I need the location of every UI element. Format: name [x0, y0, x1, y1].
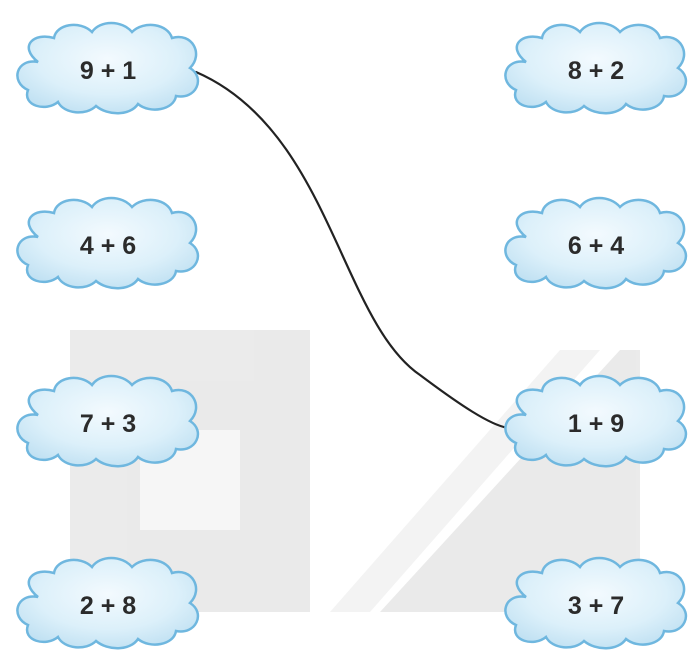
- cloud-label: 8 + 2: [568, 57, 624, 85]
- cloud-label: 6 + 4: [568, 232, 624, 260]
- cloud-right-3[interactable]: 1 + 9: [504, 374, 688, 468]
- cloud-label: 7 + 3: [80, 410, 136, 438]
- cloud-left-4[interactable]: 2 + 8: [16, 556, 200, 650]
- cloud-left-3[interactable]: 7 + 3: [16, 374, 200, 468]
- cloud-label: 1 + 9: [568, 410, 624, 438]
- cloud-label: 9 + 1: [80, 57, 136, 85]
- cloud-label: 3 + 7: [568, 592, 624, 620]
- cloud-left-1[interactable]: 9 + 1: [16, 21, 200, 115]
- connector-line: [194, 70, 510, 430]
- cloud-right-2[interactable]: 6 + 4: [504, 196, 688, 290]
- cloud-label: 2 + 8: [80, 592, 136, 620]
- cloud-right-4[interactable]: 3 + 7: [504, 556, 688, 650]
- cloud-label: 4 + 6: [80, 232, 136, 260]
- cloud-left-2[interactable]: 4 + 6: [16, 196, 200, 290]
- cloud-right-1[interactable]: 8 + 2: [504, 21, 688, 115]
